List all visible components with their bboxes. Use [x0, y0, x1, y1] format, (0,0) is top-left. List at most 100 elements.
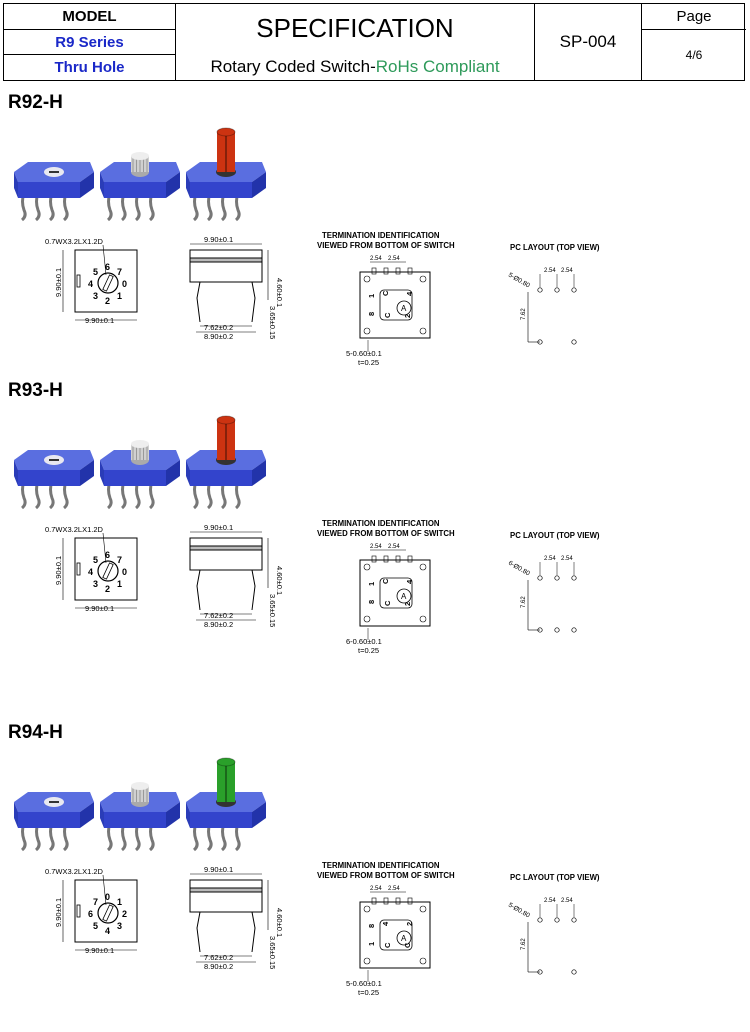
- divider: [175, 4, 176, 80]
- model-label: MODEL: [62, 8, 117, 25]
- divider: [534, 4, 535, 80]
- svg-text:1: 1: [117, 579, 122, 589]
- model-mount: Thru Hole: [54, 59, 125, 76]
- page-title: SPECIFICATION: [256, 12, 454, 43]
- svg-text:5: 5: [93, 267, 98, 277]
- svg-text:3.65±0.15: 3.65±0.15: [268, 594, 277, 627]
- svg-text:VIEWED FROM BOTTOM OF SWITCH: VIEWED FROM BOTTOM OF SWITCH: [317, 871, 455, 880]
- section-title-r94-h: R94-H: [8, 722, 63, 743]
- svg-text:t=0.25: t=0.25: [358, 988, 379, 997]
- svg-text:6: 6: [105, 550, 110, 560]
- svg-text:3: 3: [93, 291, 98, 301]
- svg-text:1: 1: [117, 897, 122, 907]
- svg-text:0: 0: [122, 279, 127, 289]
- svg-text:6-Ø0.80: 6-Ø0.80: [507, 560, 531, 578]
- svg-text:0.7WX3.2LX1.2D: 0.7WX3.2LX1.2D: [45, 525, 104, 534]
- svg-text:2.54: 2.54: [544, 556, 556, 562]
- svg-text:1: 1: [367, 582, 376, 586]
- section-title-r93-h: R93-H: [8, 380, 63, 401]
- product-photos-r94-h: [14, 757, 266, 852]
- svg-text:7.62: 7.62: [521, 596, 527, 608]
- page-label: Page: [676, 8, 712, 25]
- svg-text:3: 3: [93, 579, 98, 589]
- svg-text:C: C: [403, 942, 412, 948]
- svg-text:TERMINATION IDENTIFICATION: TERMINATION IDENTIFICATION: [322, 861, 440, 870]
- svg-text:4.60±0.1: 4.60±0.1: [275, 908, 284, 937]
- svg-text:4: 4: [405, 291, 414, 296]
- svg-text:3.65±0.15: 3.65±0.15: [268, 306, 277, 339]
- svg-text:6-0.60±0.1: 6-0.60±0.1: [346, 637, 382, 646]
- svg-text:7: 7: [117, 267, 122, 277]
- svg-text:2.54: 2.54: [370, 544, 382, 550]
- svg-text:2.54: 2.54: [561, 898, 573, 904]
- svg-text:0.7WX3.2LX1.2D: 0.7WX3.2LX1.2D: [45, 867, 104, 876]
- svg-text:2.54: 2.54: [561, 268, 573, 274]
- svg-text:8: 8: [367, 600, 376, 604]
- svg-text:4: 4: [88, 567, 93, 577]
- svg-text:2: 2: [105, 296, 110, 306]
- svg-text:9.90±0.1: 9.90±0.1: [54, 556, 63, 585]
- page-number: 4/6: [685, 48, 703, 62]
- svg-text:9.90±0.1: 9.90±0.1: [204, 523, 233, 532]
- svg-text:4: 4: [105, 926, 110, 936]
- svg-text:1: 1: [367, 942, 376, 946]
- svg-text:8: 8: [367, 312, 376, 316]
- svg-text:3: 3: [117, 921, 122, 931]
- svg-text:8: 8: [367, 924, 376, 928]
- svg-text:C: C: [383, 942, 392, 948]
- model-series: R9 Series: [55, 33, 124, 51]
- svg-text:9.90±0.1: 9.90±0.1: [204, 865, 233, 874]
- doc-number: SP-004: [559, 32, 617, 51]
- spec-header: MODEL R9 Series Thru Hole SPECIFICATION …: [3, 3, 746, 81]
- svg-text:4.60±0.1: 4.60±0.1: [275, 566, 284, 595]
- svg-text:4: 4: [381, 921, 390, 926]
- svg-text:7.62: 7.62: [521, 938, 527, 950]
- svg-text:VIEWED FROM BOTTOM OF SWITCH: VIEWED FROM BOTTOM OF SWITCH: [317, 529, 455, 538]
- svg-text:9.90±0.1: 9.90±0.1: [85, 604, 114, 613]
- svg-text:0: 0: [105, 892, 110, 902]
- svg-text:4: 4: [88, 279, 93, 289]
- svg-text:TERMINATION IDENTIFICATION: TERMINATION IDENTIFICATION: [322, 519, 440, 528]
- svg-text:2: 2: [105, 584, 110, 594]
- svg-text:A: A: [401, 304, 407, 313]
- svg-text:2.54: 2.54: [370, 256, 382, 262]
- svg-text:9.90±0.1: 9.90±0.1: [54, 268, 63, 297]
- svg-text:2: 2: [403, 314, 412, 318]
- svg-text:C: C: [383, 600, 392, 606]
- page-subtitle: Rotary Coded Switch-RoHs Compliant: [176, 54, 534, 80]
- svg-text:6: 6: [88, 909, 93, 919]
- divider: [4, 29, 175, 30]
- svg-text:5: 5: [93, 555, 98, 565]
- svg-text:7: 7: [93, 897, 98, 907]
- svg-text:2.54: 2.54: [388, 544, 400, 550]
- svg-text:9.90±0.1: 9.90±0.1: [54, 898, 63, 927]
- svg-text:2: 2: [122, 909, 127, 919]
- svg-text:2.54: 2.54: [388, 256, 400, 262]
- svg-text:VIEWED FROM BOTTOM OF SWITCH: VIEWED FROM BOTTOM OF SWITCH: [317, 241, 455, 250]
- subtitle-rohs: RoHs Compliant: [375, 57, 500, 76]
- svg-text:PC LAYOUT (TOP VIEW): PC LAYOUT (TOP VIEW): [510, 243, 600, 252]
- svg-text:2.54: 2.54: [544, 898, 556, 904]
- svg-text:TERMINATION IDENTIFICATION: TERMINATION IDENTIFICATION: [322, 231, 440, 240]
- svg-text:6: 6: [105, 262, 110, 272]
- svg-text:1: 1: [117, 291, 122, 301]
- svg-text:7: 7: [117, 555, 122, 565]
- svg-text:5-0.60±0.1: 5-0.60±0.1: [346, 979, 382, 988]
- svg-text:7.62: 7.62: [521, 308, 527, 320]
- svg-text:t=0.25: t=0.25: [358, 358, 379, 367]
- svg-text:3.65±0.15: 3.65±0.15: [268, 936, 277, 969]
- svg-text:9.90±0.1: 9.90±0.1: [85, 946, 114, 955]
- svg-text:7.62±0.2: 7.62±0.2: [204, 611, 233, 620]
- svg-text:4.60±0.1: 4.60±0.1: [275, 278, 284, 307]
- divider: [641, 29, 746, 30]
- svg-text:A: A: [401, 934, 407, 943]
- svg-text:PC LAYOUT (TOP VIEW): PC LAYOUT (TOP VIEW): [510, 873, 600, 882]
- svg-text:5-Ø0.80: 5-Ø0.80: [507, 272, 531, 290]
- svg-text:7.62±0.2: 7.62±0.2: [204, 953, 233, 962]
- product-photos-r92-h: [14, 127, 266, 222]
- svg-text:0.7WX3.2LX1.2D: 0.7WX3.2LX1.2D: [45, 237, 104, 246]
- divider: [641, 4, 642, 80]
